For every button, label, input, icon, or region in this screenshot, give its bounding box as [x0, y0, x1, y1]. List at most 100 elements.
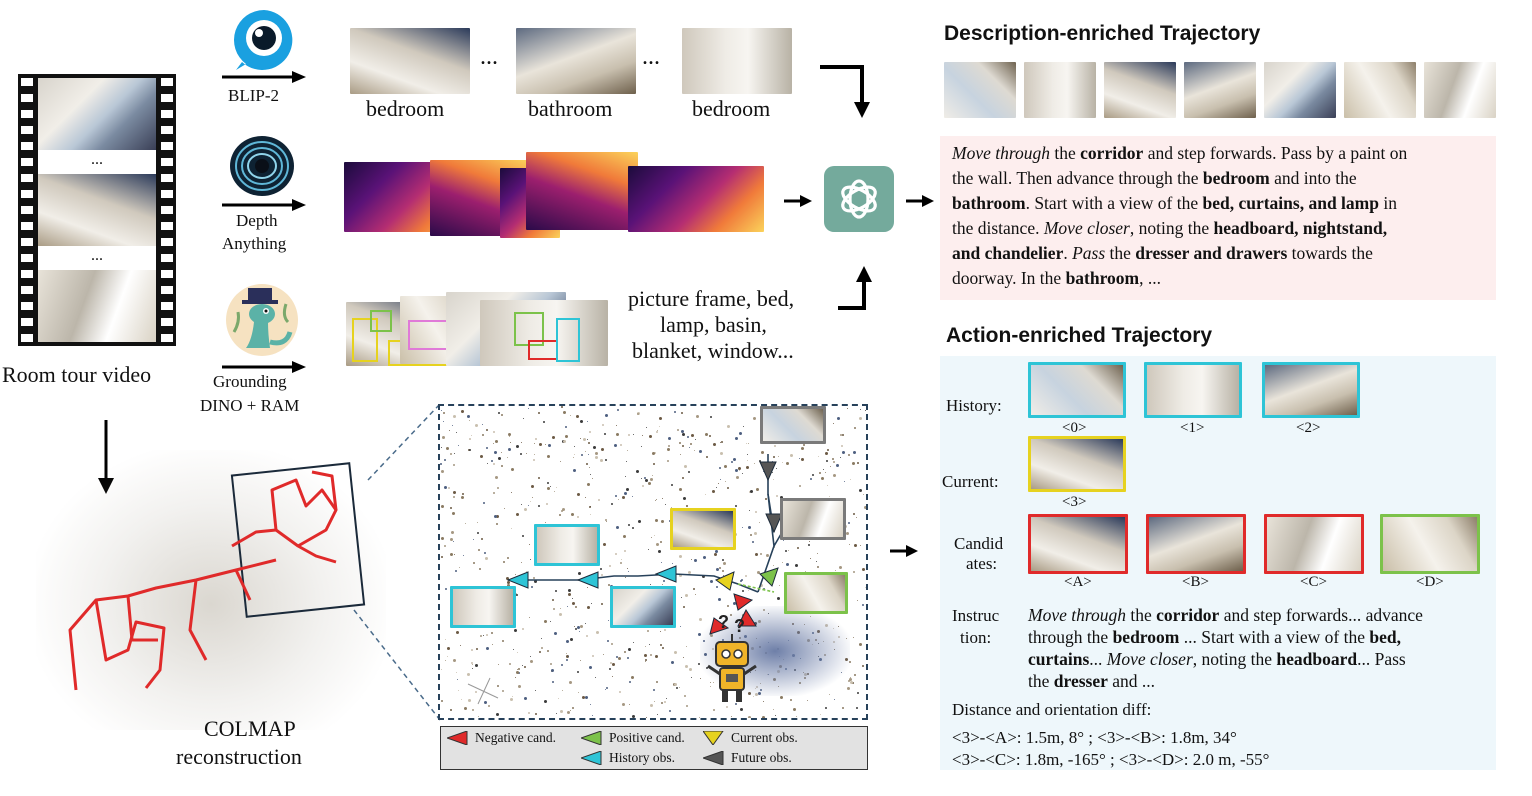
point — [565, 639, 569, 643]
point — [580, 420, 583, 424]
point — [568, 588, 572, 592]
point — [481, 538, 483, 541]
point — [576, 515, 579, 518]
point — [471, 648, 474, 651]
point — [668, 444, 671, 447]
point — [859, 643, 863, 647]
scene-current-frame — [670, 508, 736, 550]
point — [718, 482, 720, 484]
point — [455, 570, 458, 573]
point — [685, 505, 688, 508]
point — [580, 624, 584, 628]
point — [641, 477, 643, 479]
point — [623, 534, 627, 538]
point — [584, 623, 586, 625]
point — [727, 424, 731, 428]
point — [655, 430, 658, 433]
description-title: Description-enriched Trajectory — [944, 22, 1261, 45]
point — [565, 658, 568, 661]
point — [656, 680, 659, 683]
arrow-to-action — [890, 545, 918, 557]
point — [647, 629, 650, 632]
point — [698, 449, 702, 453]
point — [758, 522, 760, 524]
point — [659, 630, 661, 632]
point — [786, 563, 790, 567]
point — [443, 485, 447, 489]
point — [748, 589, 750, 591]
scene-history-frame-1 — [534, 524, 600, 566]
arrow-depth — [222, 199, 306, 211]
point — [543, 699, 547, 703]
point — [734, 702, 737, 705]
point — [735, 468, 739, 472]
point — [689, 447, 691, 449]
point — [760, 552, 763, 555]
point — [592, 714, 594, 716]
objects-line-1: picture frame, bed, — [628, 286, 795, 311]
desc-line-5: and chandelier. Pass the dresser and dra… — [952, 243, 1373, 263]
point — [511, 528, 513, 530]
point — [611, 642, 614, 645]
point — [627, 524, 630, 526]
candidate-frame-C — [1264, 514, 1364, 574]
point — [544, 620, 548, 624]
scene-history-frame-2 — [610, 586, 676, 628]
point — [472, 561, 475, 564]
point — [859, 545, 861, 547]
point — [514, 677, 516, 679]
history-id-2: <2> — [1296, 420, 1321, 436]
point — [483, 635, 485, 637]
point — [847, 453, 850, 456]
point — [461, 495, 465, 499]
point — [450, 531, 454, 535]
point — [841, 451, 845, 455]
point — [680, 454, 682, 456]
point — [761, 715, 765, 718]
point — [764, 497, 767, 500]
point — [847, 522, 850, 525]
point — [565, 653, 567, 655]
depth-label-1: Depth — [236, 211, 278, 230]
point — [498, 411, 501, 414]
point — [732, 458, 736, 462]
point — [568, 592, 572, 596]
point — [852, 512, 855, 515]
point — [840, 433, 843, 436]
desc-line-4: the distance. Move closer, noting the he… — [952, 218, 1388, 238]
point — [554, 632, 558, 636]
point — [709, 415, 712, 418]
point — [601, 602, 604, 605]
point — [689, 667, 692, 671]
point — [753, 531, 757, 535]
point — [573, 454, 575, 456]
point — [452, 512, 456, 516]
point — [752, 695, 754, 697]
point — [726, 604, 729, 607]
point — [441, 469, 445, 473]
distance-line-2: <3>-<C>: 1.8m, -165° ; <3>-<D>: 2.0 m, -… — [952, 750, 1270, 769]
point — [713, 708, 716, 711]
point — [625, 576, 627, 578]
point — [468, 437, 471, 440]
point — [577, 670, 580, 673]
point — [462, 493, 465, 496]
point — [486, 463, 488, 465]
point — [741, 589, 744, 592]
point — [838, 565, 842, 569]
point — [745, 443, 747, 445]
point — [859, 417, 863, 421]
point — [550, 663, 553, 666]
point — [484, 551, 487, 554]
point — [508, 435, 510, 437]
point — [652, 462, 655, 465]
point — [780, 696, 784, 700]
point — [789, 454, 793, 458]
point — [586, 483, 590, 487]
point — [621, 703, 625, 707]
legend-negative-label: Negative cand. — [475, 730, 556, 745]
point — [775, 494, 778, 497]
point — [655, 655, 659, 659]
point — [749, 510, 751, 512]
point — [679, 487, 683, 491]
